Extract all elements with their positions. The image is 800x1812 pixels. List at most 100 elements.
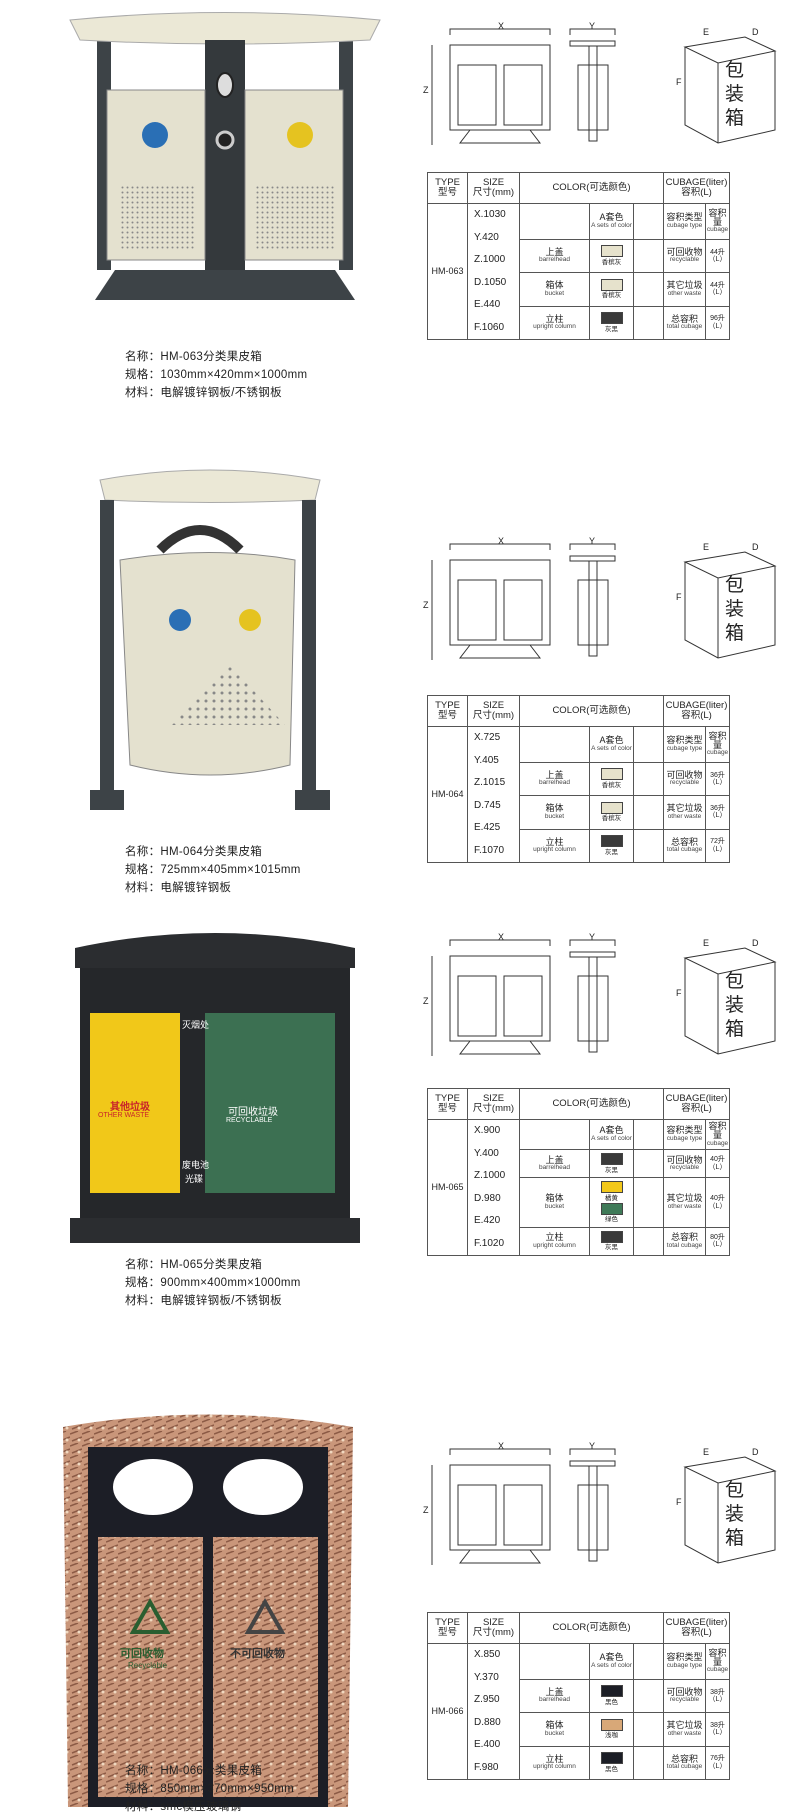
- part-name-en: upright column: [533, 1763, 576, 1771]
- size-value: Y.405: [474, 754, 499, 766]
- dim-label-z: Z: [423, 85, 429, 95]
- header-type-cn: 型号: [437, 1103, 457, 1114]
- size-value: E.420: [474, 1215, 501, 1226]
- cubage-type-label: 容积类型: [666, 212, 703, 223]
- color-swatch: 香槟灰: [600, 768, 624, 789]
- caption-line: 名称：HM-063分类果皮箱: [125, 351, 263, 363]
- header-cubage-cn: 容积(L): [681, 1627, 712, 1638]
- cubage-type-label: 容积类型: [666, 1652, 703, 1663]
- color-swatch: 绿色: [600, 1202, 624, 1224]
- caption-line: 名称：HM-064分类果皮箱: [125, 846, 263, 858]
- cubage-type-label-en: cubage type: [666, 1134, 703, 1142]
- cubage-value: 36升（L）: [708, 771, 727, 786]
- model-number: HM-066: [431, 1705, 464, 1716]
- header-type: TYPE: [435, 1093, 460, 1105]
- box-char: 装: [725, 599, 745, 620]
- dim-label-f: F: [676, 592, 682, 602]
- header-size: SIZE: [482, 700, 505, 712]
- size-value: Y.370: [474, 1671, 499, 1683]
- size-value: F.980: [474, 1761, 499, 1773]
- part-name: 上盖: [545, 246, 564, 257]
- a-set-label-en: A sets of color: [591, 221, 632, 229]
- label-battery: 废电池: [182, 1160, 210, 1170]
- cubage-label-en: cubage: [706, 1666, 729, 1674]
- cubage-type-label: 容积类型: [666, 1125, 703, 1136]
- cubage-label-en: cubage: [706, 1139, 729, 1147]
- cubage-value: 72升（L）: [708, 838, 727, 853]
- cubage-type-label-en: cubage type: [666, 1661, 703, 1669]
- part-name: 箱体: [545, 803, 564, 814]
- cubage-label-en: cubage: [706, 226, 729, 234]
- box-char: 箱: [725, 623, 745, 644]
- cubage-type: 可回收物: [666, 246, 703, 257]
- cubage-label: 容积量: [708, 1647, 727, 1667]
- part-name: 立柱: [545, 313, 564, 324]
- header-type: TYPE: [435, 1617, 460, 1629]
- cubage-type-en: total cubage: [666, 846, 703, 854]
- dim-label-e: E: [703, 27, 710, 37]
- cubage-type: 总容积: [670, 1753, 698, 1764]
- part-name-en: barrelhead: [538, 1164, 571, 1172]
- dim-label-e: E: [703, 542, 710, 552]
- header-size-cn: 尺寸(mm): [472, 1627, 515, 1638]
- header-cubage: CUBAGE(liter): [665, 1617, 728, 1629]
- box-char: 包: [725, 971, 745, 992]
- color-swatch: 灰黑: [600, 1230, 624, 1252]
- cubage-value: 38升（L）: [708, 1721, 727, 1737]
- part-name-en: upright column: [533, 1241, 576, 1249]
- dim-label-d: D: [752, 27, 759, 37]
- swatch-name: 香槟灰: [601, 258, 622, 266]
- size-value: E.425: [474, 822, 501, 833]
- part-name-en: bucket: [544, 1729, 565, 1737]
- cubage-type: 可回收物: [666, 1686, 703, 1697]
- cubage-label-en: cubage: [706, 749, 729, 757]
- header-type-cn: 型号: [437, 187, 457, 198]
- label-recyclable: 可回收物: [120, 1648, 164, 1660]
- dim-label-x: X: [498, 1441, 505, 1451]
- cubage-type-en: recyclable: [669, 256, 700, 264]
- part-name-en: barrelhead: [538, 1696, 571, 1704]
- cubage-type-en: recyclable: [669, 1164, 700, 1172]
- size-value: Z.950: [474, 1694, 500, 1705]
- a-set-label-en: A sets of color: [591, 1134, 632, 1142]
- dim-label-z: Z: [423, 600, 429, 610]
- cubage-value: 96升（L）: [708, 315, 727, 330]
- header-color: COLOR(可选颜色): [552, 182, 631, 194]
- size-value: Y.400: [474, 1147, 499, 1159]
- box-char: 装: [725, 995, 745, 1016]
- dim-label-e: E: [703, 1447, 710, 1457]
- part-name: 箱体: [545, 1193, 564, 1204]
- dimension-drawing: [431, 939, 777, 1056]
- color-swatch: 黑色: [600, 1685, 624, 1706]
- cubage-type-en: total cubage: [666, 1241, 703, 1249]
- size-value: F.1020: [474, 1237, 505, 1249]
- part-name-en: upright column: [533, 846, 576, 854]
- label-disc: 光碟: [185, 1174, 204, 1184]
- box-char: 包: [725, 1480, 745, 1501]
- size-value: D.745: [474, 799, 501, 811]
- cubage-type: 总容积: [670, 313, 698, 324]
- header-size-cn: 尺寸(mm): [472, 710, 515, 721]
- size-value: X.1030: [474, 209, 506, 220]
- header-color: COLOR(可选颜色): [552, 1098, 631, 1110]
- part-name-en: bucket: [544, 1202, 565, 1210]
- dimension-diagrams: X Y Z E D F 包装箱: [420, 15, 790, 145]
- header-cubage-cn: 容积(L): [681, 187, 712, 198]
- part-name: 立柱: [545, 1753, 564, 1764]
- color-swatch: 灰黑: [600, 835, 624, 856]
- cubage-type: 其它垃圾: [666, 803, 703, 814]
- model-number: HM-065: [431, 1181, 464, 1192]
- header-size: SIZE: [482, 1093, 505, 1105]
- header-cubage-cn: 容积(L): [681, 1103, 712, 1114]
- cubage-type-en: recyclable: [669, 1696, 700, 1704]
- product-image-hm-064: [90, 469, 330, 810]
